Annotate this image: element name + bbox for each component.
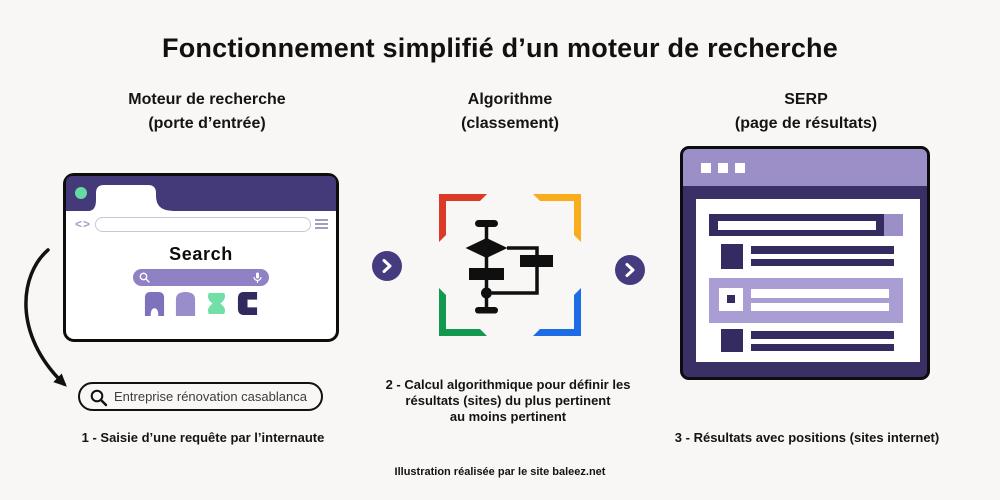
result-1-title-bar[interactable] xyxy=(751,246,894,254)
address-bar[interactable] xyxy=(95,217,311,232)
serp-search-button[interactable] xyxy=(884,214,903,236)
corner-brackets xyxy=(439,194,581,336)
result-3-title-bar[interactable] xyxy=(751,331,894,339)
back-forward-icons[interactable]: <> xyxy=(75,216,91,232)
result-2-title-bar xyxy=(751,289,889,298)
magnifier-icon xyxy=(139,272,150,283)
logo-letter-m xyxy=(144,292,165,316)
flowchart-glyph xyxy=(465,220,553,314)
browser-title-bar xyxy=(66,176,336,211)
serp-title-bar xyxy=(683,149,927,186)
serp-window xyxy=(680,146,930,380)
chevron-right-icon xyxy=(382,259,392,273)
heading-serp: SERP (page de résultats) xyxy=(656,88,956,136)
caption-step-1: 1 - Saisie d’une requête par l’internaut… xyxy=(81,430,325,445)
page-title: Fonctionnement simplifié d’un moteur de … xyxy=(162,33,838,63)
hamburger-menu-icon[interactable] xyxy=(315,219,328,231)
logo-letters xyxy=(66,290,336,317)
serp-search-bar[interactable] xyxy=(709,214,903,236)
caption-step-2-line3: au moins pertinent xyxy=(449,409,567,424)
result-3-favicon xyxy=(721,329,743,352)
result-2-favicon xyxy=(719,288,743,311)
forward-icon[interactable]: > xyxy=(83,217,92,231)
credit-text: Illustration réalisée par le site baleez… xyxy=(394,466,606,478)
result-2-highlighted[interactable] xyxy=(709,278,903,323)
logo-letter-c xyxy=(237,292,258,315)
search-logo-text: Search xyxy=(169,244,233,264)
back-icon[interactable]: < xyxy=(75,217,84,231)
browser-tab[interactable] xyxy=(88,182,188,211)
heading-serp-line1: SERP xyxy=(784,91,828,108)
window-buttons-icon[interactable] xyxy=(701,163,745,173)
query-input-value[interactable]: Entreprise rénovation casablanca xyxy=(114,389,307,404)
microphone-icon[interactable] xyxy=(253,272,262,284)
caption-step-3: 3 - Résultats avec positions (sites inte… xyxy=(674,430,940,445)
result-1-favicon xyxy=(721,244,743,269)
heading-search-engine-line2: (porte d’entrée) xyxy=(148,115,266,132)
logo-letter-a xyxy=(175,292,196,316)
caption-step-2-line1: 2 - Calcul algorithmique pour définir le… xyxy=(385,377,631,392)
serp-results-panel xyxy=(696,199,920,362)
query-input[interactable]: Entreprise rénovation casablanca xyxy=(78,382,323,411)
curved-arrow xyxy=(24,248,67,387)
heading-search-engine: Moteur de recherche (porte d’entrée) xyxy=(57,88,357,136)
heading-algorithm: Algorithme (classement) xyxy=(360,88,660,136)
chevron-right-icon xyxy=(625,263,635,277)
caption-step-2-line2: résultats (sites) du plus pertinent xyxy=(405,393,611,408)
heading-algorithm-line2: (classement) xyxy=(461,115,559,132)
logo-letter-z xyxy=(207,292,226,315)
algorithm-flowchart-icon xyxy=(439,194,581,336)
heading-algorithm-line1: Algorithme xyxy=(467,91,553,108)
caption-step-2: 2 - Calcul algorithmique pour définir le… xyxy=(358,377,658,425)
result-3-text-bar xyxy=(751,344,894,351)
heading-serp-line2: (page de résultats) xyxy=(734,115,878,132)
next-arrow-2[interactable] xyxy=(615,255,645,285)
window-dot-icon[interactable] xyxy=(75,187,87,199)
browser-window: <> Search xyxy=(63,173,339,342)
result-2-text-bar xyxy=(751,303,889,311)
heading-search-engine-line1: Moteur de recherche xyxy=(128,91,286,108)
browser-search-input[interactable] xyxy=(133,269,269,286)
result-1-text-bar xyxy=(751,259,894,266)
next-arrow-1[interactable] xyxy=(372,251,402,281)
query-magnifier-icon xyxy=(90,389,108,407)
